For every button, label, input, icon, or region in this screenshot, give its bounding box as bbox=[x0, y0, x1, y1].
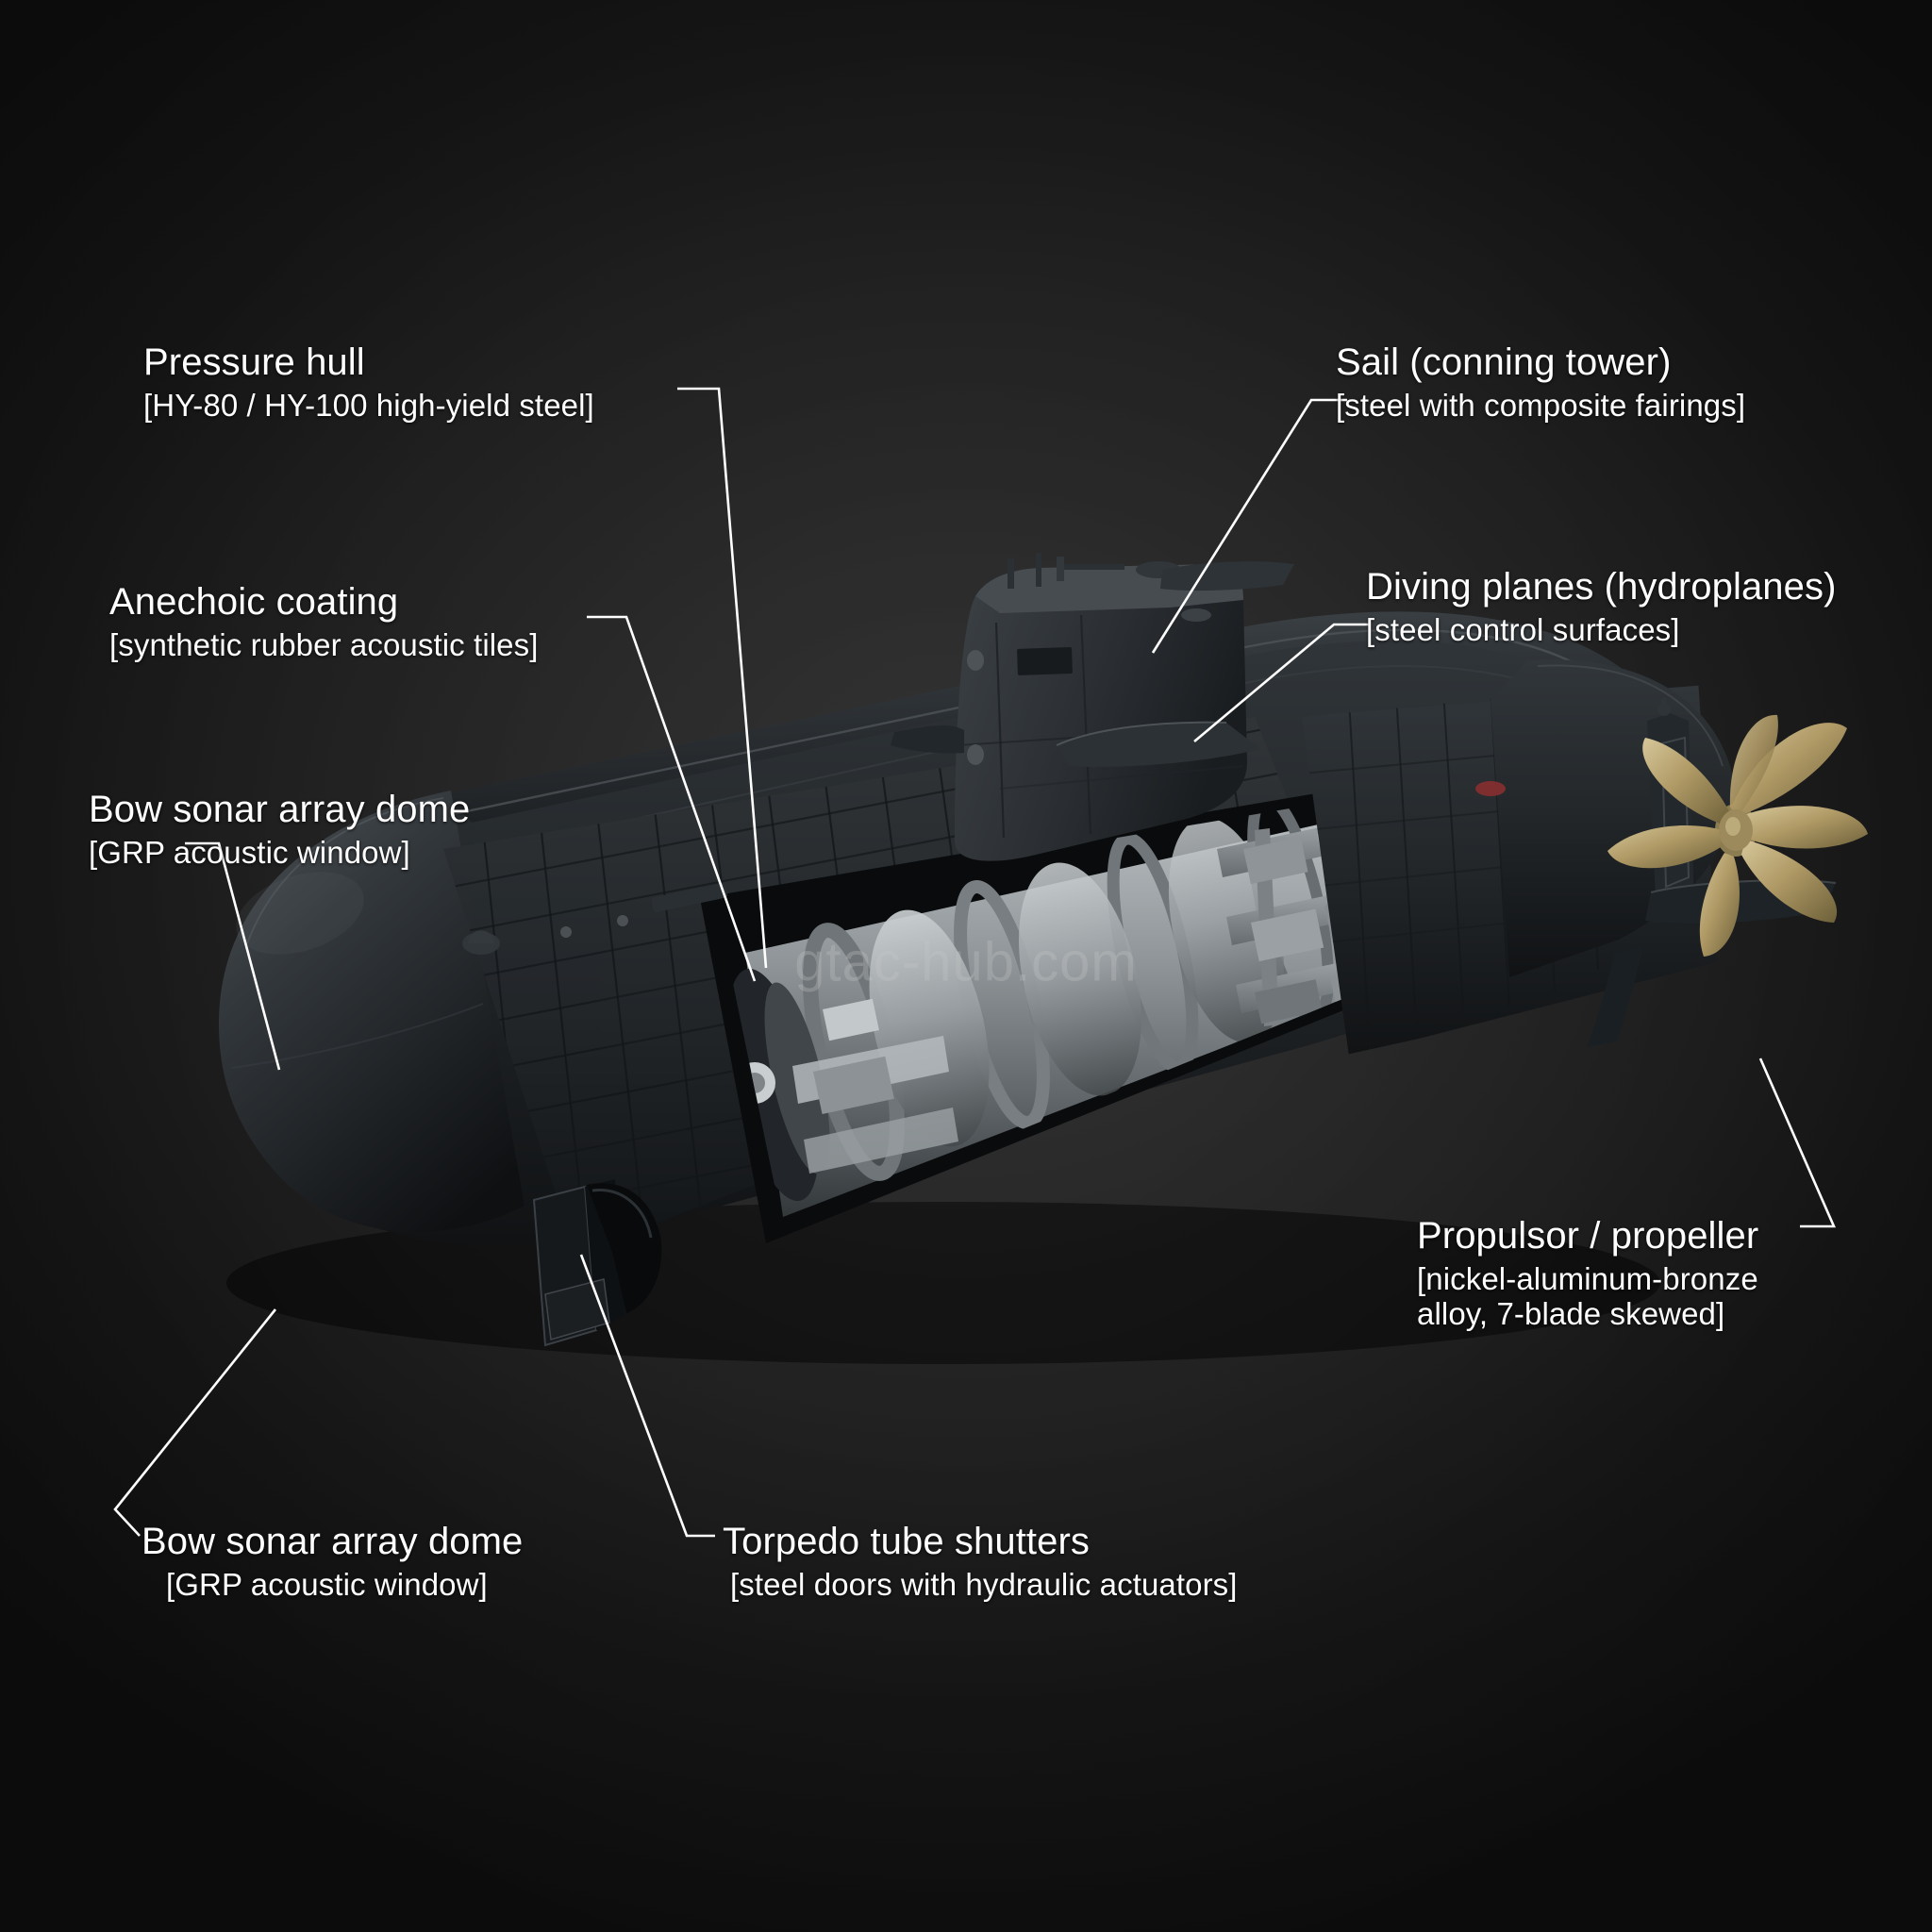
deck-fittings bbox=[462, 781, 1506, 955]
callout-anechoic-coating: Anechoic coating [synthetic rubber acous… bbox=[109, 581, 539, 663]
callout-spec: [GRP acoustic window] bbox=[89, 834, 410, 870]
leader-pressure-hull bbox=[677, 387, 768, 969]
callout-spec: [nickel-aluminum-bronze alloy, 7-blade s… bbox=[1417, 1260, 1758, 1331]
callout-sail-conning-tower: Sail (conning tower) [steel with composi… bbox=[1336, 341, 1745, 424]
callout-title: Sail (conning tower) bbox=[1336, 341, 1672, 383]
callout-title: Bow sonar array dome bbox=[89, 789, 471, 830]
callout-title: Anechoic coating bbox=[109, 581, 399, 623]
callout-spec: [steel doors with hydraulic actuators] bbox=[730, 1566, 1238, 1602]
leader-lines bbox=[113, 387, 1836, 1538]
callout-diving-planes: Diving planes (hydroplanes) [steel contr… bbox=[1366, 566, 1837, 648]
leader-propulsor bbox=[1758, 1058, 1836, 1228]
callout-bow-sonar-array-dome-lower: Bow sonar array dome [GRP acoustic windo… bbox=[142, 1521, 523, 1603]
callout-propulsor-propeller: Propulsor / propeller [nickel-aluminum-b… bbox=[1417, 1215, 1832, 1332]
diving-planes-sail bbox=[891, 721, 1260, 768]
sail-top-plane bbox=[1160, 561, 1294, 591]
callout-title: Bow sonar array dome bbox=[142, 1521, 524, 1562]
callout-title: Propulsor / propeller bbox=[1417, 1215, 1759, 1257]
callout-bow-sonar-array-dome-upper: Bow sonar array dome [GRP acoustic windo… bbox=[89, 789, 470, 871]
leader-bow-sonar-lower bbox=[113, 1308, 277, 1537]
leader-bow-sonar-upper bbox=[185, 841, 281, 1071]
callout-spec: [steel control surfaces] bbox=[1366, 611, 1680, 647]
callout-spec: [HY-80 / HY-100 high-yield steel] bbox=[143, 387, 594, 423]
propulsor-propeller bbox=[1607, 714, 1868, 957]
callout-title: Pressure hull bbox=[143, 341, 365, 383]
callout-title: Torpedo tube shutters bbox=[723, 1521, 1091, 1562]
leader-anechoic-coating bbox=[587, 615, 757, 982]
bow-sonar-dome bbox=[219, 791, 525, 1232]
callout-spec: [GRP acoustic window] bbox=[166, 1566, 488, 1602]
callout-spec: [synthetic rubber acoustic tiles] bbox=[109, 626, 539, 662]
leader-diving-planes bbox=[1193, 623, 1370, 742]
callout-title: Diving planes (hydroplanes) bbox=[1366, 566, 1837, 608]
torpedo-tube-shutters bbox=[532, 1179, 662, 1347]
leader-torpedo-shutters bbox=[579, 1254, 715, 1538]
callout-pressure-hull: Pressure hull [HY-80 / HY-100 high-yield… bbox=[143, 341, 594, 424]
leader-sail bbox=[1151, 398, 1347, 654]
callout-spec: [steel with composite fairings] bbox=[1336, 387, 1746, 423]
callout-torpedo-tube-shutters: Torpedo tube shutters [steel doors with … bbox=[723, 1521, 1238, 1603]
